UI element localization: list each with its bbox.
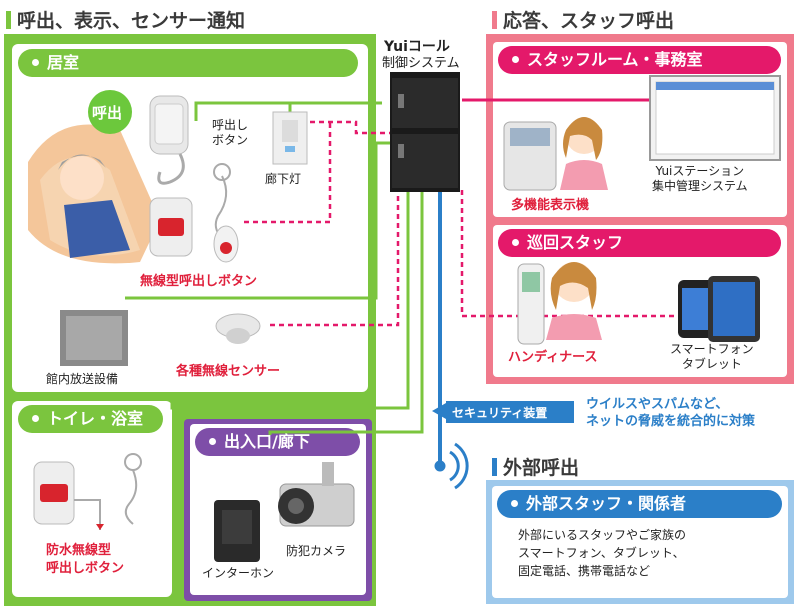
header-bar	[492, 11, 497, 29]
call-bubble: 呼出	[92, 104, 123, 122]
corridor-light-device	[272, 111, 308, 165]
room-title: 居室	[47, 53, 80, 72]
external-desc: 外部にいるスタッフやご家族の スマートフォン、タブレット、 固定電話、携帯電話な…	[518, 528, 687, 578]
external-header: 外部呼出	[492, 453, 579, 480]
toilet-title-pill: トイレ・浴室	[18, 405, 163, 433]
toilet-title: トイレ・浴室	[47, 409, 144, 428]
handy-label: ハンディナース	[508, 350, 598, 365]
external-staff-title: 外部スタッフ・関係者	[526, 494, 687, 513]
wire-entrance	[268, 190, 424, 435]
external-title-pill: 外部スタッフ・関係者	[497, 490, 782, 518]
intercom-device	[214, 500, 260, 562]
toilet-button-device	[33, 453, 142, 530]
wire-broadcast	[125, 143, 378, 300]
green-wires	[125, 101, 424, 435]
staff-room-title-pill: スタッフルーム・事務室	[498, 46, 781, 74]
security-label: セキュリティ装置	[452, 406, 548, 420]
toilet-button-label: 防水無線型 呼出しボタン	[46, 543, 125, 576]
call-button-label: 呼出し ボタン	[212, 118, 249, 147]
patrol-title: 巡回スタッフ	[527, 233, 624, 252]
left-header: 呼出、表示、センサー通知	[6, 6, 245, 33]
wire-toilet	[170, 190, 410, 410]
broadcast-label: 館内放送設備	[46, 372, 119, 386]
left-header-text: 呼出、表示、センサー通知	[17, 10, 246, 32]
controller-sub: 制御システム	[382, 56, 460, 71]
wire-button-light	[194, 101, 292, 121]
intercom-label: インターホン	[202, 566, 275, 580]
right-header: 応答、スタッフ呼出	[492, 6, 674, 33]
security-arrow	[432, 403, 446, 419]
dash-patrol	[460, 190, 700, 318]
security-desc: ウイルスやスパムなど、 ネットの脅威を統合的に対策	[586, 397, 756, 429]
yui-station-monitor	[649, 75, 781, 161]
room-title-pill: 居室	[18, 49, 358, 77]
handy-nurse-phone	[517, 262, 602, 345]
patrol-title-pill: 巡回スタッフ	[498, 229, 781, 257]
external-header-text: 外部呼出	[503, 457, 580, 479]
wireless-button-label: 無線型呼出しボタン	[140, 274, 258, 289]
sensors-label: 各種無線センサー	[176, 364, 281, 379]
header-bar	[6, 11, 11, 29]
camera-device	[278, 462, 355, 527]
station-label: Yuiステーション 集中管理システム	[652, 164, 748, 193]
staff-room-title: スタッフルーム・事務室	[527, 50, 703, 69]
smartphone-tablet	[678, 276, 760, 342]
dash-wireless	[244, 122, 332, 224]
phone-label: 多機能表示機	[511, 198, 590, 213]
controller-box	[390, 72, 460, 192]
dash-sensor	[270, 190, 400, 327]
entrance-title: 出入口/廊下	[224, 432, 310, 451]
dash-light	[310, 120, 392, 135]
corridor-light-label: 廊下灯	[265, 172, 302, 186]
smart-label: スマートフォン タブレット	[670, 342, 754, 371]
controller-brand: Yuiコール	[384, 39, 450, 55]
wireless-sensor	[215, 313, 261, 344]
camera-label: 防犯カメラ	[286, 544, 347, 558]
call-button-device	[149, 95, 189, 185]
multi-display-phone	[503, 117, 608, 191]
pink-dashed-wires	[244, 120, 700, 327]
broadcast-speaker	[60, 310, 128, 366]
right-header-text: 応答、スタッフ呼出	[503, 10, 675, 32]
security-label-bg	[446, 401, 574, 423]
patient-scene	[28, 90, 160, 264]
wireless-button-device	[149, 163, 239, 263]
header-bar	[492, 458, 497, 476]
blue-wire	[434, 190, 469, 490]
